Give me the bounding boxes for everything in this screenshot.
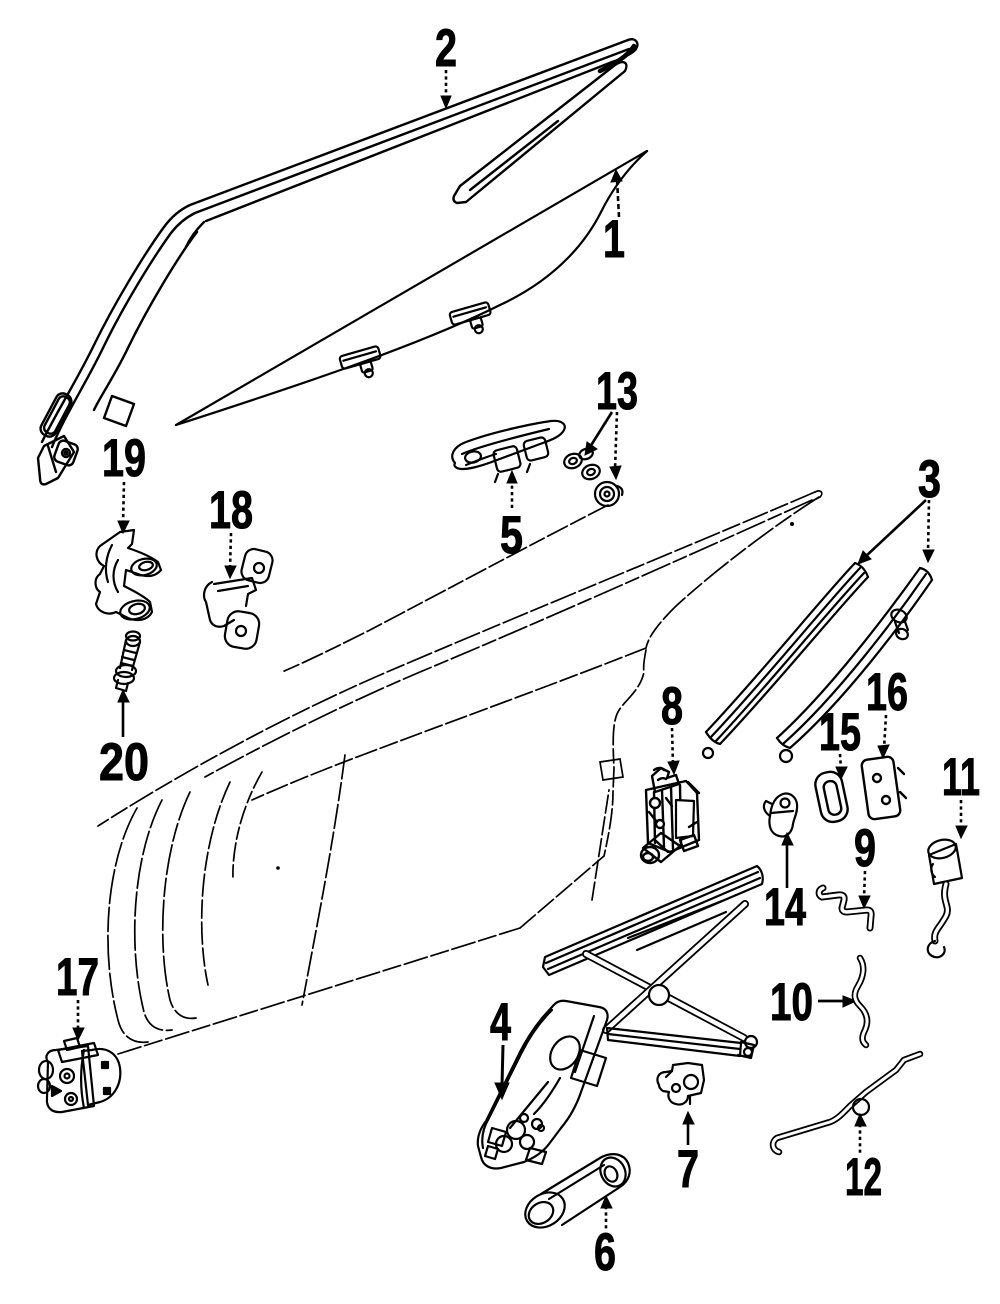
- svg-text:3: 3: [918, 450, 941, 509]
- svg-text:15: 15: [819, 703, 861, 762]
- svg-text:12: 12: [845, 1148, 882, 1207]
- svg-text:8: 8: [661, 677, 683, 736]
- svg-text:7: 7: [677, 1140, 699, 1199]
- svg-text:16: 16: [866, 663, 908, 722]
- svg-text:4: 4: [490, 993, 511, 1052]
- svg-text:9: 9: [854, 819, 876, 878]
- svg-text:17: 17: [56, 948, 99, 1007]
- svg-text:19: 19: [102, 429, 146, 488]
- svg-text:2: 2: [435, 19, 457, 78]
- svg-text:20: 20: [99, 733, 149, 792]
- svg-text:1: 1: [603, 210, 625, 269]
- svg-text:14: 14: [764, 878, 806, 937]
- svg-text:10: 10: [770, 973, 813, 1032]
- svg-text:11: 11: [942, 748, 980, 807]
- svg-text:13: 13: [596, 362, 638, 421]
- svg-text:6: 6: [594, 1223, 616, 1282]
- svg-text:18: 18: [209, 481, 253, 540]
- svg-text:5: 5: [500, 506, 523, 565]
